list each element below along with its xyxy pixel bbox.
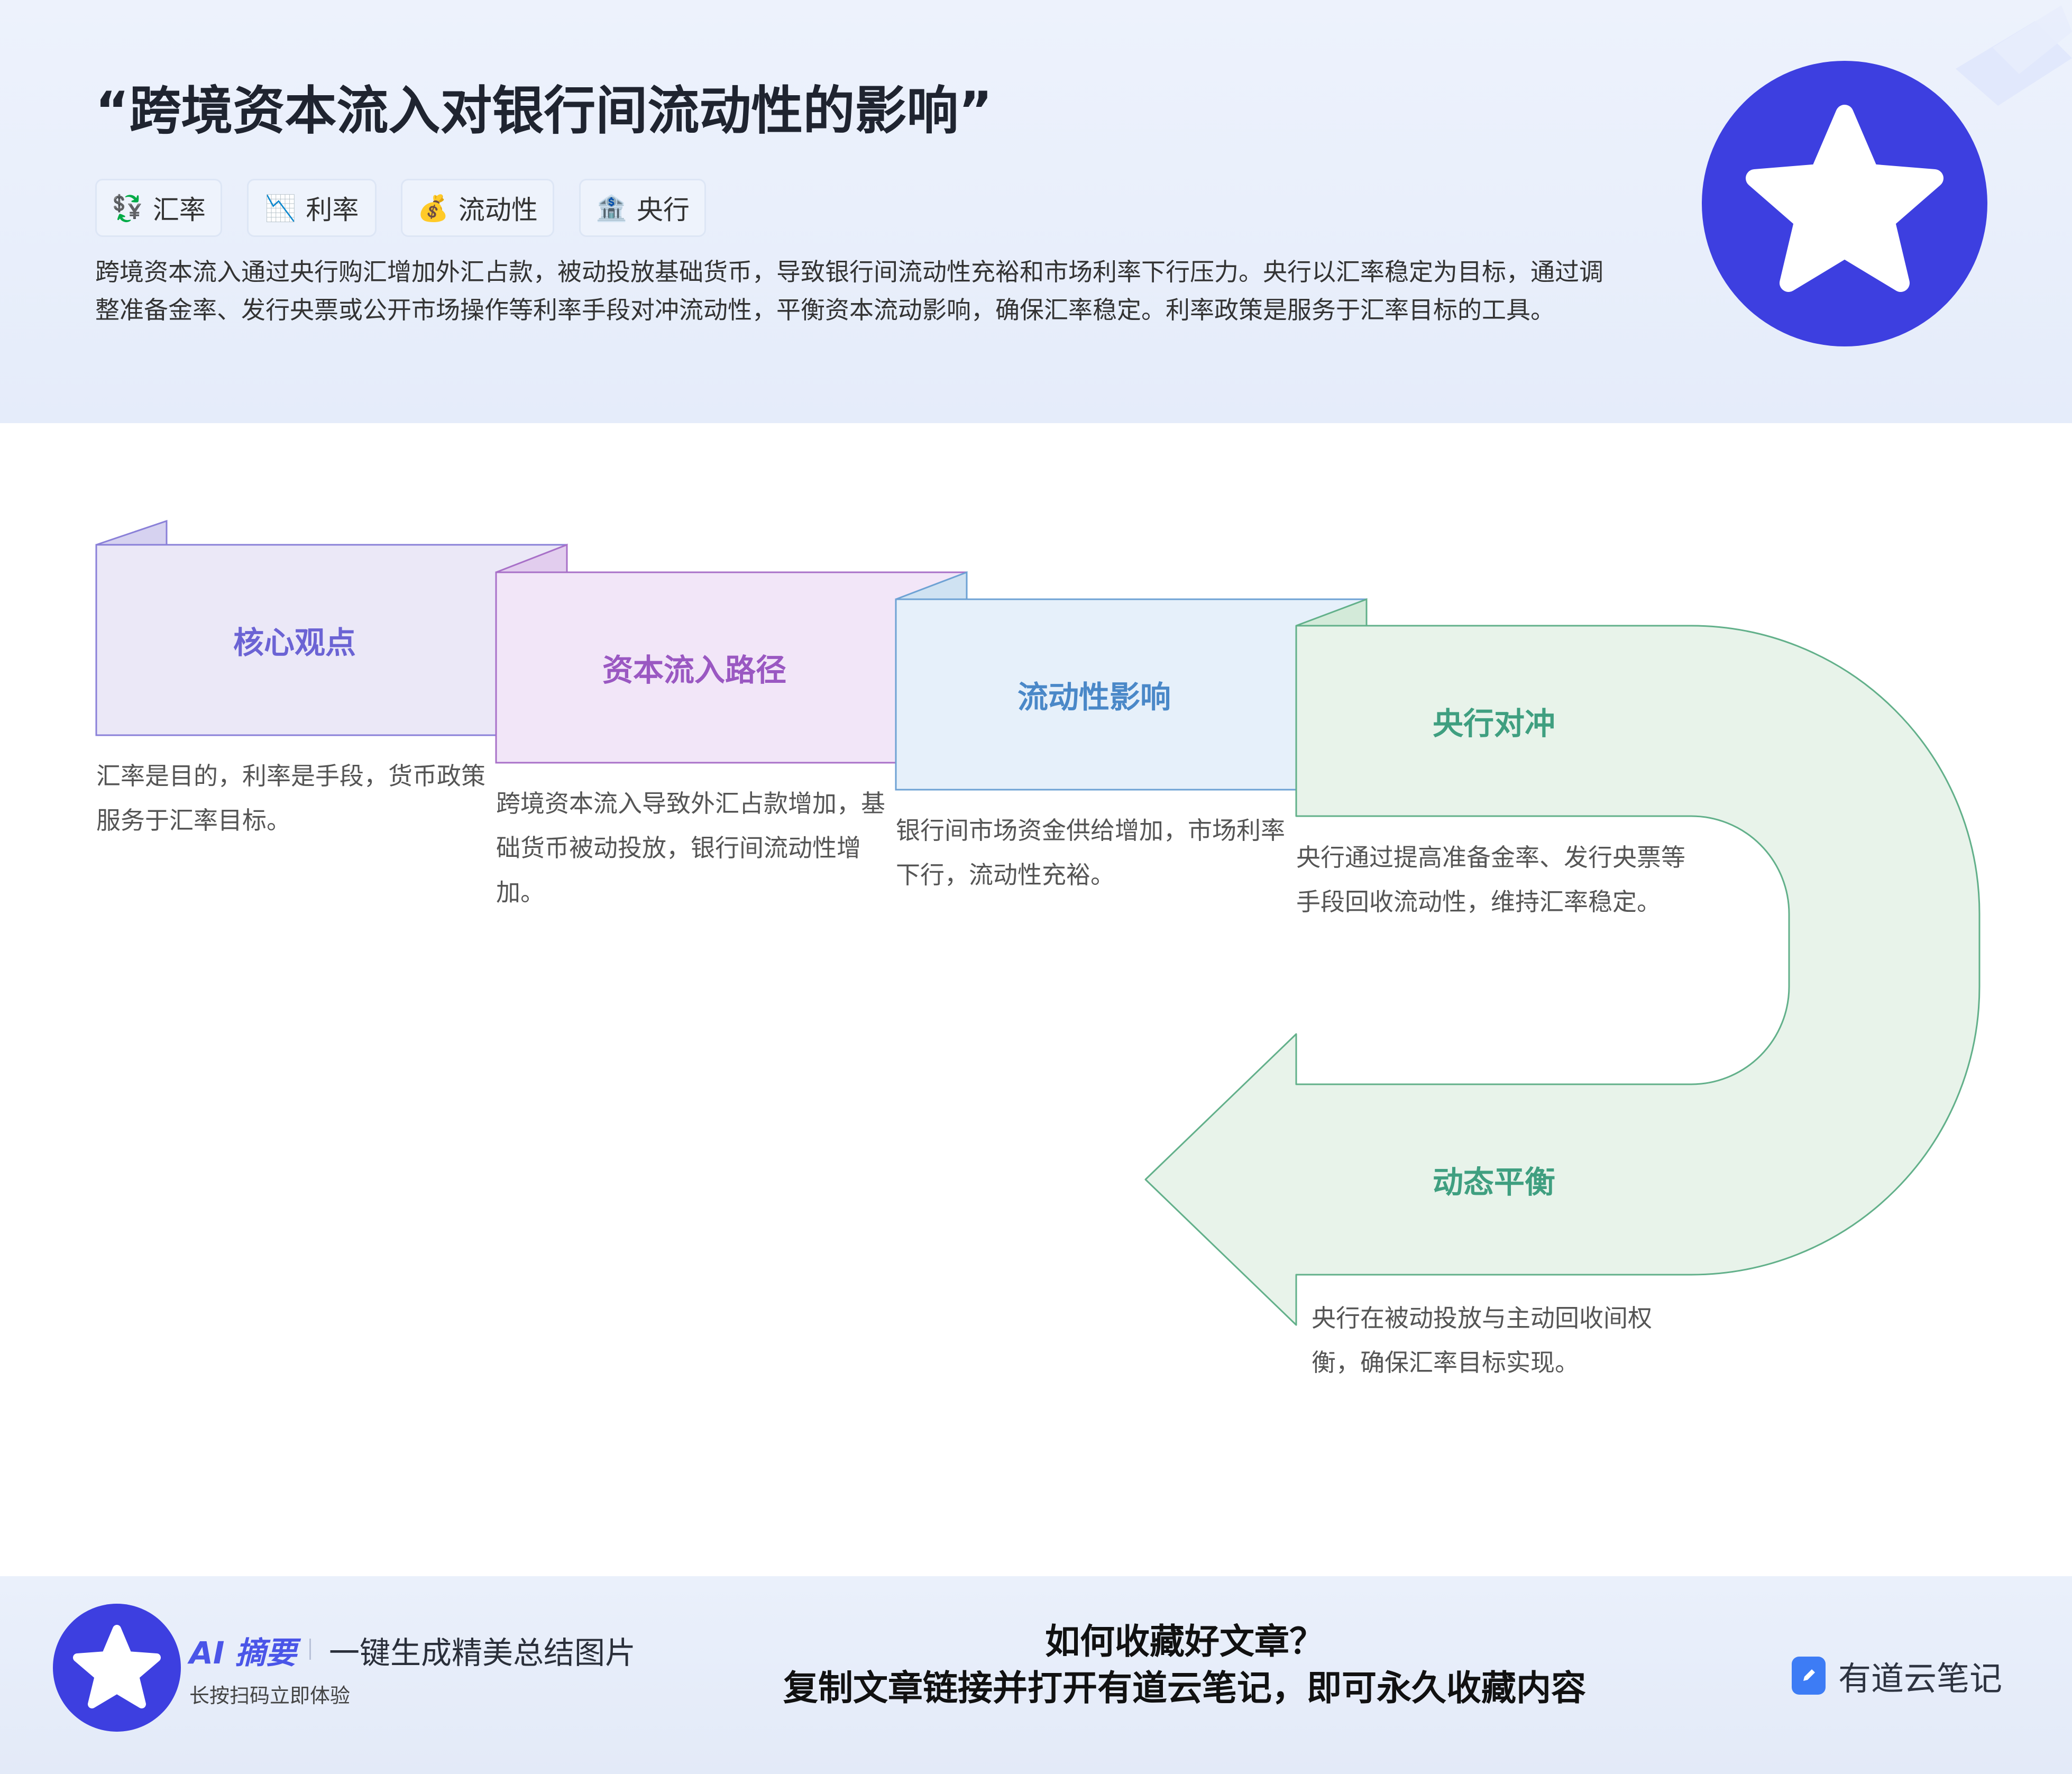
- footer: AI 摘要 一键生成精美总结图片 长按扫码立即体验 如何收藏好文章？ 复制文章链…: [0, 1576, 2072, 1774]
- tag-label: 利率: [306, 195, 359, 225]
- tag-interest-rate[interactable]: 📉 利率: [247, 179, 377, 237]
- step-title-dynamic-balance: 动态平衡: [1432, 1164, 1556, 1200]
- scan-hint: 长按扫码立即体验: [189, 1684, 351, 1707]
- page-title: “跨境资本流入对银行间流动性的影响”: [95, 81, 993, 141]
- step-title-central-bank-hedge: 央行对冲: [1432, 706, 1556, 742]
- step-desc-core-view: 汇率是目的，利率是手段，货币政策服务于汇率目标。: [96, 762, 485, 835]
- step-desc-liquidity-impact: 银行间市场资金供给增加，市场利率下行，流动性充裕。: [896, 816, 1285, 889]
- currency-exchange-icon: 💱: [112, 193, 143, 223]
- cta-line-2: 复制文章链接并打开有道云笔记，即可永久收藏内容: [783, 1668, 1586, 1708]
- tag-label: 流动性: [458, 195, 538, 225]
- step-desc-dynamic-balance: 央行在被动投放与主动回收间权衡，确保汇率目标实现。: [1312, 1304, 1652, 1377]
- money-bag-icon: 💰: [417, 193, 449, 223]
- tag-liquidity[interactable]: 💰 流动性: [401, 179, 554, 237]
- step-title-liquidity-impact: 流动性影响: [1017, 679, 1171, 715]
- step-banner-2: [495, 543, 968, 764]
- summary-text: 跨境资本流入通过央行购汇增加外汇占款，被动投放基础货币，导致银行间流动性充裕和市…: [95, 258, 1603, 324]
- step-banner-1: [95, 519, 568, 736]
- tag-label: 汇率: [152, 195, 206, 225]
- star-icon[interactable]: [53, 1604, 181, 1732]
- tag-label: 央行: [636, 195, 690, 225]
- flow-diagram: [95, 519, 1981, 1326]
- cta-line-1: 如何收藏好文章？: [1045, 1621, 1324, 1662]
- tag-exchange-rate[interactable]: 💱 汇率: [95, 179, 222, 237]
- tag-central-bank[interactable]: 🏦 央行: [579, 179, 706, 237]
- step-desc-central-bank-hedge: 央行通过提高准备金率、发行央票等手段回收流动性，维持汇率稳定。: [1296, 843, 1685, 916]
- step-u-arrow: [1144, 598, 1981, 1326]
- ai-summary-label: AI 摘要: [189, 1635, 297, 1671]
- step-desc-capital-inflow: 跨境资本流入导致外汇占款增加，基础货币被动投放，银行间流动性增加。: [496, 789, 885, 907]
- step-title-core-view: 核心观点: [233, 625, 356, 661]
- decorative-shapes: [1956, 5, 2072, 106]
- header: “跨境资本流入对银行间流动性的影响” 💱 汇率 📉 利率 💰 流动性 🏦 央行 …: [0, 0, 2072, 423]
- star-icon: [1702, 61, 1987, 346]
- call-to-action: 如何收藏好文章？ 复制文章链接并打开有道云笔记，即可永久收藏内容: [762, 1618, 1608, 1712]
- footer-tagline: 一键生成精美总结图片: [329, 1635, 636, 1671]
- note-pen-icon: [1792, 1657, 1826, 1695]
- step-title-capital-inflow: 资本流入路径: [602, 652, 787, 688]
- chart-decreasing-icon: 📉: [264, 193, 297, 223]
- bank-icon: 🏦: [595, 193, 627, 223]
- brand-name: 有道云笔记: [1838, 1659, 2003, 1698]
- brand-logo[interactable]: 有道云笔记: [1792, 1654, 2003, 1698]
- divider: [309, 1639, 311, 1660]
- step-banner-3: [895, 571, 1368, 791]
